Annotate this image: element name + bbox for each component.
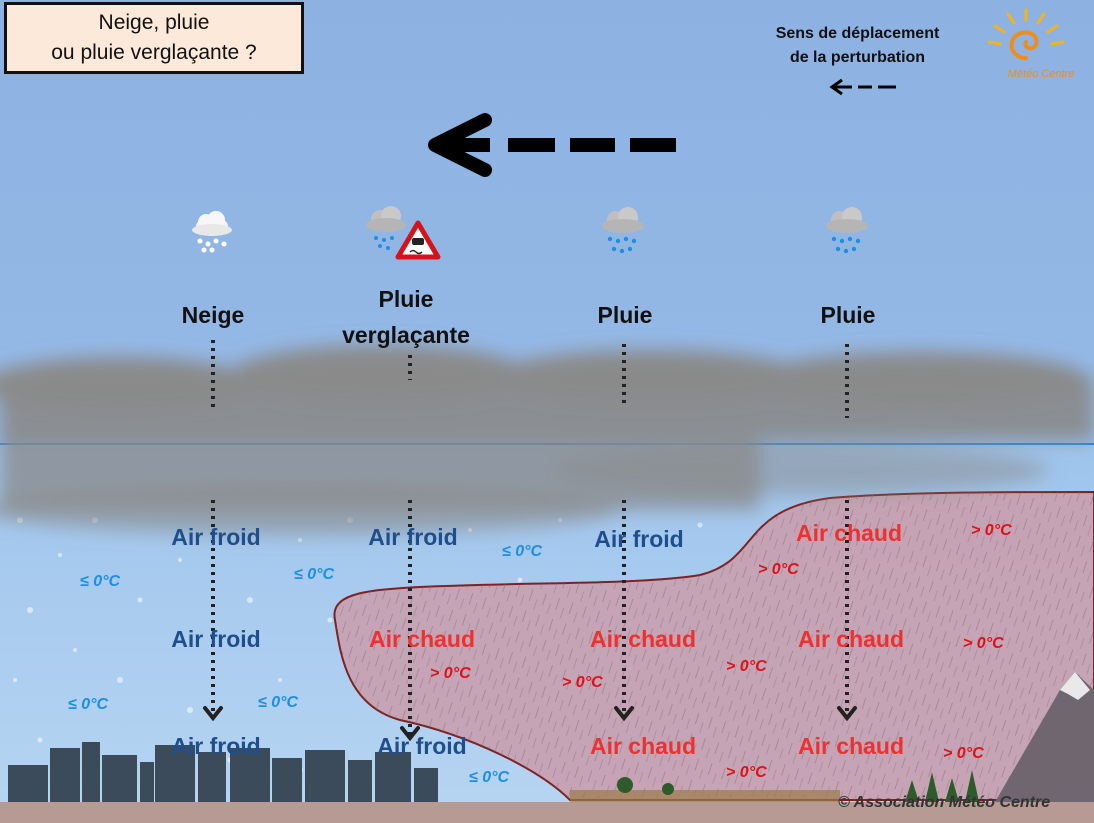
legend-line-2: de la perturbation [789,49,926,66]
air-label: Air froid [171,733,261,759]
air-label: Air chaud [589,733,697,759]
air-label: Air froid [171,626,261,652]
rain-cloud-icon [826,207,868,254]
title-line-1: Neige, pluie [98,11,210,34]
slippery-road-warning-icon [395,220,441,260]
air-label: Air chaud [797,626,905,652]
mountain [995,672,1094,802]
title-box: Neige, pluie ou pluie verglaçante ? [4,2,304,74]
temp-warm-label: > 0°C [726,658,767,675]
temp-cold-label: ≤ 0°C [80,573,121,590]
air-label: Air chaud [797,733,905,759]
precip-label-pluie: Pluie [748,297,948,333]
temp-cold-label: ≤ 0°C [502,543,543,560]
city-skyline [8,742,438,803]
rain-cloud-icon [602,207,644,254]
air-label: Air chaud [368,626,476,652]
ground [0,802,1094,823]
temp-warm-label: > 0°C [943,745,984,762]
temp-warm-label: > 0°C [758,561,799,578]
big-dashed-left-arrow-icon [428,113,676,177]
snow-cloud-icon [192,211,232,253]
precip-label-pluie: Pluie [525,297,725,333]
temp-warm-label: > 0°C [726,764,767,781]
air-label: Air chaud [589,626,697,652]
title-line-2: ou pluie verglaçante ? [51,41,257,64]
sun-spiral-icon [987,8,1065,60]
temp-cold-label: ≤ 0°C [469,769,510,786]
precip-label-pluie-verglacante: Pluie verglaçante [306,281,506,353]
freezing-rain-cloud-icon [366,206,441,260]
temp-cold-label: ≤ 0°C [68,696,109,713]
precipitation-arrowheads [203,706,857,742]
precip-label-line: Pluie [820,302,876,328]
precipitation-paths [211,340,849,735]
temp-cold-label: ≤ 0°C [258,694,299,711]
movement-legend: Sens de déplacement de la perturbation [750,22,965,70]
temp-warm-label: > 0°C [963,635,1004,652]
legend-dashed-left-arrow-icon [829,78,896,96]
precip-label-line: Neige [181,302,245,328]
air-label: Air froid [171,524,261,550]
temp-cold-label: ≤ 0°C [294,566,335,583]
logo-text: Météo Centre [1007,68,1075,80]
precip-label-line: Pluie [378,286,434,312]
temp-warm-label: > 0°C [430,665,471,682]
trees [617,770,979,802]
precip-label-line: Pluie [597,302,653,328]
air-label: Air froid [377,733,467,759]
air-label: Air froid [594,526,684,552]
temp-warm-label: > 0°C [562,674,603,691]
precip-label-line: verglaçante [342,322,470,348]
precip-label-neige: Neige [113,297,313,333]
temp-warm-label: > 0°C [971,522,1012,539]
air-label: Air chaud [795,520,903,546]
air-label: Air froid [368,524,458,550]
copyright-credit: © Association Météo Centre [838,794,1051,811]
legend-line-1: Sens de déplacement [775,25,940,42]
cloud-band [0,345,1094,535]
